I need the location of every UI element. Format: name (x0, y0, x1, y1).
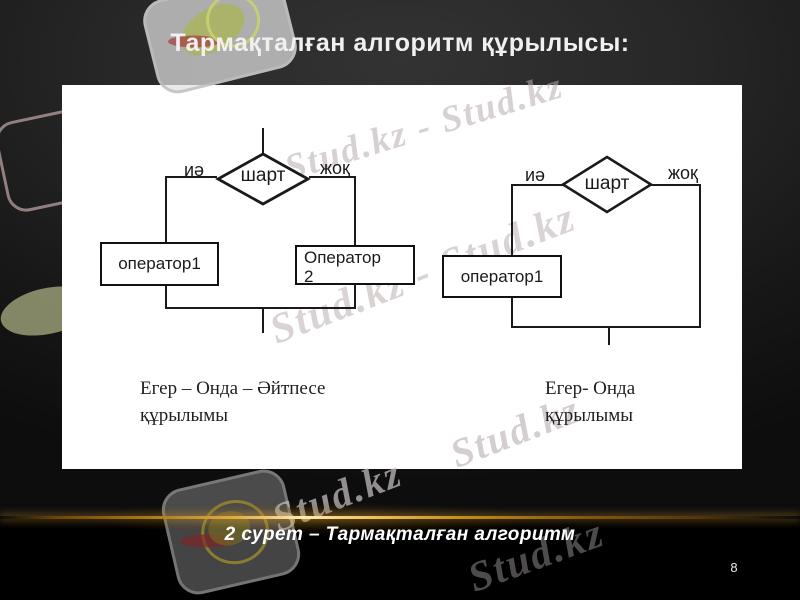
flowcharts: шарт иә жоқ оператор1 Оператор 2 Егер – … (62, 85, 742, 469)
flow-no-rail (354, 176, 356, 246)
flow-no-rail (699, 184, 701, 328)
right-chart-caption: Егер- Онда құрылымы (545, 375, 635, 429)
flow-no-line (309, 176, 355, 178)
decision-diamond (215, 152, 311, 206)
operator2-box: Оператор 2 (295, 245, 415, 286)
gold-divider-line (0, 516, 800, 519)
operator1-box: оператор1 (100, 242, 219, 286)
caption-line: Егер – Онда – Әйтпесе (140, 378, 326, 399)
flow-merge-line (511, 326, 701, 328)
left-chart-caption: Егер – Онда – Әйтпесе құрылымы (140, 375, 325, 429)
no-branch-label: жоқ (320, 158, 350, 178)
operator2-line2: 2 (304, 267, 314, 286)
flow-yes-line (511, 184, 563, 186)
caption-line: құрылымы (545, 405, 634, 426)
flow-exit-line (262, 307, 264, 333)
no-branch-label: жоқ (668, 163, 698, 183)
yes-branch-label: иә (525, 165, 546, 185)
figure-caption: 2 сурет – Тармақталған алгоритм (224, 524, 576, 545)
flow-yes-rail-lower (511, 296, 513, 328)
operator1-box: оператор1 (442, 255, 562, 298)
yes-branch-label: иә (184, 160, 205, 180)
operator2-line1: Оператор (304, 248, 381, 267)
decision-diamond (560, 155, 654, 214)
flow-exit-line (608, 326, 610, 345)
flow-yes-line (165, 176, 217, 178)
caption-line: құрылымы (140, 405, 229, 426)
flow-merge-line (165, 307, 356, 309)
condition-label: шарт (240, 165, 286, 186)
condition-label: шарт (584, 173, 630, 194)
flow-yes-rail (511, 184, 513, 256)
flow-entry-line (262, 128, 264, 154)
flow-yes-rail-lower (165, 284, 167, 309)
flow-yes-rail (165, 176, 167, 242)
page-number: 8 (730, 560, 738, 575)
slide-title: Тармақталған алгоритм құрылысы: (170, 29, 630, 57)
caption-line: Егер- Онда (545, 378, 636, 399)
flow-no-line (650, 184, 700, 186)
flow-no-rail-lower (354, 283, 356, 309)
